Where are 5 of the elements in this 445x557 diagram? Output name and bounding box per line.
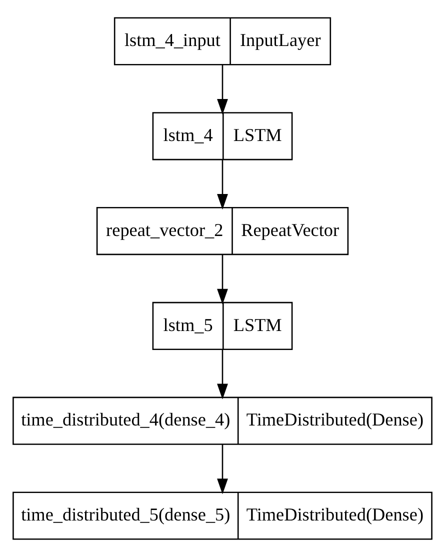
arrow: [217, 64, 228, 115]
arrow: [217, 444, 228, 494]
arrow: [217, 254, 228, 304]
arrow: [217, 160, 228, 210]
arrow: [217, 350, 228, 400]
